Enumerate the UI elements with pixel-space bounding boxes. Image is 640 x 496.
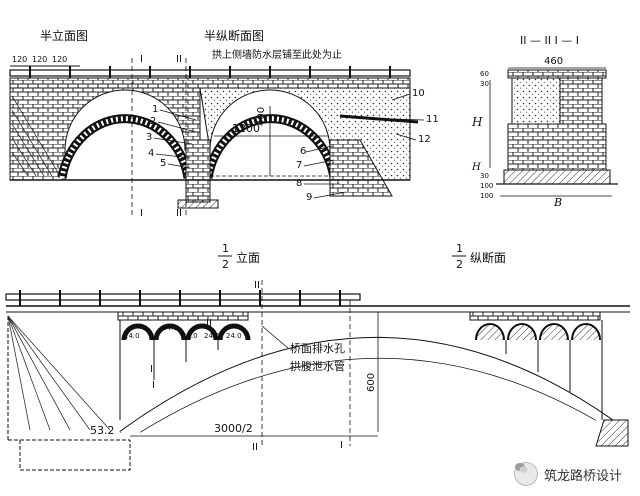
top-deck [9,77,411,89]
top-left-drawing: 半立面图 半纵断面图 拱上侧墙防水层铺至此处为止 120 120 120 [9,28,439,219]
drain-pipe [339,114,419,124]
callout-2: 2 [150,116,156,127]
waterproof-note: 拱上侧墙防水层铺至此处为止 [212,48,342,61]
note-pipe: 拱腹泄水管 [290,359,345,373]
note-drain: 桥面排水孔 [290,341,345,355]
half-section-text: 纵断面 [470,250,506,265]
callout-10: 10 [412,88,425,99]
dim-top-2: 120 [32,55,47,64]
bottom-section-mark-ii-top: II [254,280,260,291]
cross-section-title: II — II I — I [520,34,579,47]
bottom-railing [5,293,361,301]
dim-top-1: 120 [12,55,27,64]
half-elevation-num: 1 [222,242,229,255]
arch-ring-left [57,114,193,179]
callout-6: 6 [300,146,306,157]
left-foundation [7,316,131,471]
wechat-logo-icon [513,462,538,486]
right-foundation [595,419,629,447]
callout-3: 3 [146,132,152,143]
small-dim-2: 30 [480,80,489,88]
half-elevation-text: 立面 [236,250,260,265]
small-dim-1: 60 [480,70,489,78]
height-label-bottom: H [471,162,481,173]
watermark-text: 筑龙路桥设计 [543,468,622,484]
dim-half-span: 3000/2 [214,422,253,435]
section-mark-i-top: I [140,54,143,65]
bottom-section-mark-i-low: I [152,380,155,391]
dim-springing: 53.2 [90,424,115,437]
dim-rise: 600 [366,373,377,392]
callout-9: 9 [306,192,312,203]
base-label: B [553,196,562,209]
half-elevation-den: 2 [222,258,229,271]
spandrel-dim-4: 24.0 [204,332,220,340]
right-spandrel-arches [469,311,603,420]
bottom-drawing: 1 2 立面 1 2 纵断面 [5,242,630,471]
main-arch-intrados [139,357,597,433]
left-slope [11,95,61,177]
arch-ring-right [203,114,339,179]
bottom-section-mark-i-bottom: I [340,440,343,451]
small-dim-4: 100 [480,182,493,190]
callout-5: 5 [160,158,166,169]
height-label-top: H [471,115,483,129]
bottom-section-mark-ii-mid: II [206,318,212,329]
half-section-num: 1 [456,242,463,255]
callout-4: 4 [148,148,154,159]
bottom-left-slope [7,315,111,431]
callout-7: 7 [296,160,302,171]
top-railing [9,69,411,77]
cross-section: II — II I — I 460 H H 60 30 30 100 100 B [471,34,618,209]
watermark: 筑龙路桥设计 [513,462,622,486]
callout-11: 11 [426,114,439,125]
spandrel-dim-1: 24.0 [124,332,140,340]
spandrel-dim-2: 24.0 [162,324,178,332]
spandrel-dim-3: 20.0 [182,332,198,340]
callout-12: 12 [418,134,431,145]
callout-1: 1 [152,104,158,115]
dim-top-3: 120 [52,55,67,64]
cross-masonry [507,123,607,171]
dim-height: 400 [256,107,267,126]
title-half-section: 半纵断面图 [204,28,264,43]
section-mark-ii-top: II [176,54,182,65]
right-abutment [329,139,393,197]
dim-span: 1200 [232,122,260,135]
center-pier [185,139,211,203]
section-mark-ii-bottom: II [176,208,182,219]
left-spandrel-arches [117,311,251,420]
spandrel-masonry [9,87,201,181]
dim-width: 460 [544,56,563,67]
callout-8: 8 [296,178,302,189]
bottom-section-mark-i-mid: I [150,364,153,375]
section-mark-i-bottom: I [140,208,143,219]
spandrel-dim-5: 24.0 [226,332,242,340]
small-dim-5: 100 [480,192,493,200]
small-dim-3: 30 [480,172,489,180]
bottom-section-mark-ii-bottom: II [252,442,258,453]
title-half-elevation: 半立面图 [40,28,88,43]
half-section-den: 2 [456,258,463,271]
cross-footing [503,169,611,185]
